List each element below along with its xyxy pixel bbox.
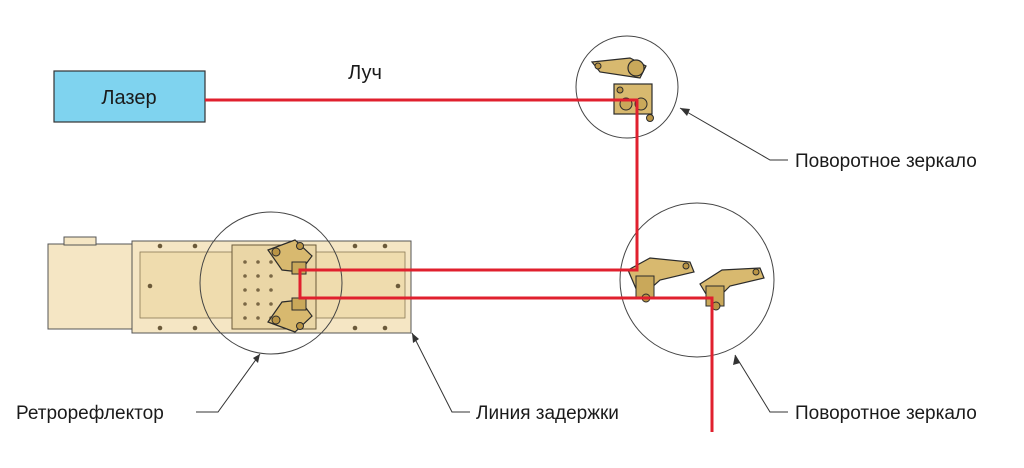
delay-line-stage bbox=[47, 211, 412, 355]
laser-source: Лазер bbox=[53, 70, 206, 123]
leader-turning-mirror-1 bbox=[679, 107, 788, 161]
retroreflector-zoom-circle bbox=[199, 211, 343, 355]
retro-mirror-lower bbox=[267, 297, 313, 333]
beam-laser-to-mirror bbox=[205, 98, 714, 432]
turning-mirror-2 bbox=[619, 202, 775, 358]
motor-connector bbox=[63, 236, 97, 246]
delay-line-label: Линия задержки bbox=[476, 403, 619, 424]
leader-turning-mirror-2 bbox=[734, 354, 788, 413]
beam-label: Луч bbox=[348, 62, 382, 84]
retroreflector-label: Ретрорефлектор bbox=[16, 403, 164, 424]
rail-holes bbox=[147, 243, 401, 331]
turning-mirror-1-label: Поворотное зеркало bbox=[795, 151, 977, 172]
turning-mirror-2-label: Поворотное зеркало bbox=[795, 403, 977, 424]
leader-retroreflector bbox=[196, 353, 261, 413]
carriage-holes bbox=[243, 260, 273, 320]
turning-mirror-2-circle bbox=[619, 202, 775, 358]
beam-path bbox=[205, 98, 714, 432]
laser-label: Лазер bbox=[101, 87, 156, 109]
leader-arrowheads bbox=[253, 108, 740, 365]
laser-box bbox=[53, 70, 206, 123]
leader-lines bbox=[196, 107, 788, 413]
turning-mirror-1 bbox=[575, 35, 679, 139]
motor-block bbox=[47, 243, 133, 330]
leader-delay-line bbox=[411, 332, 470, 413]
